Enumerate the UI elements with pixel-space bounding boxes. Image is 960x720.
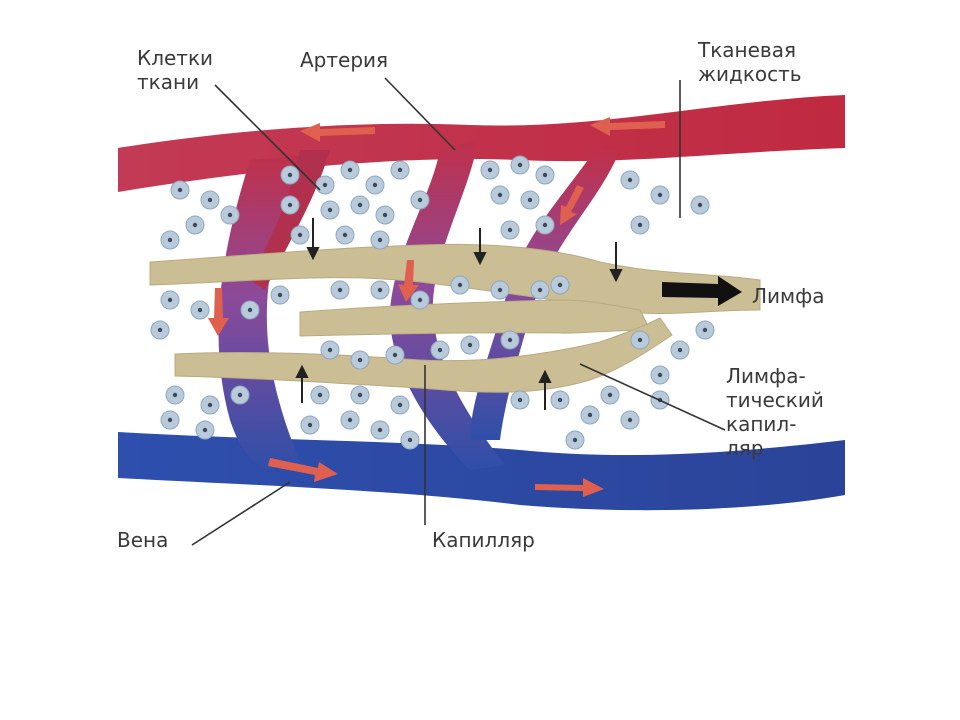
tissue-cell-nucleus — [657, 372, 663, 378]
tissue-cell-nucleus — [167, 237, 173, 243]
tissue-cell-nucleus — [247, 307, 253, 313]
tissue-cell-nucleus — [407, 437, 413, 443]
tissue-cell-nucleus — [377, 287, 383, 293]
label-lymph: Лимфа — [752, 284, 825, 308]
tissue-cell-nucleus — [507, 337, 513, 343]
tissue-cell-nucleus — [527, 197, 533, 203]
tissue-cell-nucleus — [327, 207, 333, 213]
tissue-cell-nucleus — [207, 402, 213, 408]
label-vein: Вена — [117, 528, 169, 552]
tissue-cell-nucleus — [287, 202, 293, 208]
tissue-cell-nucleus — [542, 172, 548, 178]
tissue-cell-nucleus — [202, 427, 208, 433]
tissue-cell-nucleus — [507, 227, 513, 233]
tissue-cell-nucleus — [372, 182, 378, 188]
tissue-cell-nucleus — [172, 392, 178, 398]
lymph-outflow-arrow — [662, 276, 742, 306]
label-tissue-cells: Клетки ткани — [137, 46, 214, 94]
tissue-cell-nucleus — [347, 417, 353, 423]
flow-arrow-artery-left — [300, 123, 375, 142]
tissue-cell-nucleus — [287, 172, 293, 178]
flow-arrow-capillary-3 — [560, 185, 584, 225]
tissue-cell-nucleus — [627, 177, 633, 183]
tissue-cell-nucleus — [317, 392, 323, 398]
tissue-cell-nucleus — [357, 357, 363, 363]
label-artery: Артерия — [300, 48, 389, 72]
tissue-cell-nucleus — [417, 297, 423, 303]
tissue-cell-nucleus — [517, 162, 523, 168]
tissue-cell-nucleus — [277, 292, 283, 298]
tissue-cell-nucleus — [342, 232, 348, 238]
tissue-cell-nucleus — [517, 397, 523, 403]
tissue-cell-nucleus — [497, 287, 503, 293]
tissue-cell-nucleus — [157, 327, 163, 333]
tissue-cell-nucleus — [497, 192, 503, 198]
tissue-cell-nucleus — [677, 347, 683, 353]
tissue-cell-nucleus — [307, 422, 313, 428]
vein-vessel — [118, 432, 845, 511]
tissue-cell-nucleus — [467, 342, 473, 348]
tissue-cell-nucleus — [397, 167, 403, 173]
tissue-cell-nucleus — [627, 417, 633, 423]
flow-arrow-capillary-1 — [208, 288, 229, 336]
flow-arrow-capillary-2 — [398, 260, 419, 302]
tissue-cell-nucleus — [417, 197, 423, 203]
tissue-cell-nucleus — [557, 397, 563, 403]
tissue-cell-nucleus — [457, 282, 463, 288]
flow-arrow-vein-right — [535, 478, 604, 497]
label-lymphatic-capillary: Лимфа- тический капил- ляр — [726, 364, 824, 460]
tissue-cell-nucleus — [397, 402, 403, 408]
tissue-cell-nucleus — [167, 297, 173, 303]
leader-lines — [191, 77, 726, 546]
tissue-cell-nucleus — [587, 412, 593, 418]
tissue-cell-nucleus — [297, 232, 303, 238]
tissue-cell-nucleus — [347, 167, 353, 173]
tissue-cell-nucleus — [557, 282, 563, 288]
tissue-cell-nucleus — [377, 427, 383, 433]
label-tissue-fluid: Тканевая жидкость — [698, 38, 802, 86]
tissue-cell-nucleus — [207, 197, 213, 203]
tissue-cell-nucleus — [697, 202, 703, 208]
tissue-cell-nucleus — [382, 212, 388, 218]
tissue-cell-nucleus — [392, 352, 398, 358]
fluid-arrows — [295, 218, 623, 410]
flow-arrows — [208, 117, 665, 497]
tissue-cell-nucleus — [702, 327, 708, 333]
tissue-cell-nucleus — [537, 287, 543, 293]
tissue-cell-nucleus — [542, 222, 548, 228]
label-capillary: Капилляр — [432, 528, 535, 552]
tissue-cell-nucleus — [227, 212, 233, 218]
tissue-cell-nucleus — [167, 417, 173, 423]
tissue-cells — [150, 155, 715, 450]
tissue-cell-nucleus — [357, 202, 363, 208]
tissue-cell-nucleus — [322, 182, 328, 188]
flow-arrow-artery-right — [590, 117, 665, 136]
tissue-cell-nucleus — [192, 222, 198, 228]
tissue-cell-nucleus — [337, 287, 343, 293]
tissue-cell-nucleus — [607, 392, 613, 398]
tissue-cell-nucleus — [377, 237, 383, 243]
tissue-cell-nucleus — [657, 192, 663, 198]
tissue-cell-nucleus — [197, 307, 203, 313]
flow-arrow-vein-left — [268, 458, 338, 482]
tissue-cell-nucleus — [327, 347, 333, 353]
tissue-cell-nucleus — [357, 392, 363, 398]
tissue-cell-nucleus — [572, 437, 578, 443]
tissue-cell-nucleus — [637, 337, 643, 343]
tissue-cell-nucleus — [437, 347, 443, 353]
tissue-cell-nucleus — [487, 167, 493, 173]
tissue-cell-nucleus — [177, 187, 183, 193]
tissue-cell-nucleus — [237, 392, 243, 398]
tissue-cell-nucleus — [637, 222, 643, 228]
